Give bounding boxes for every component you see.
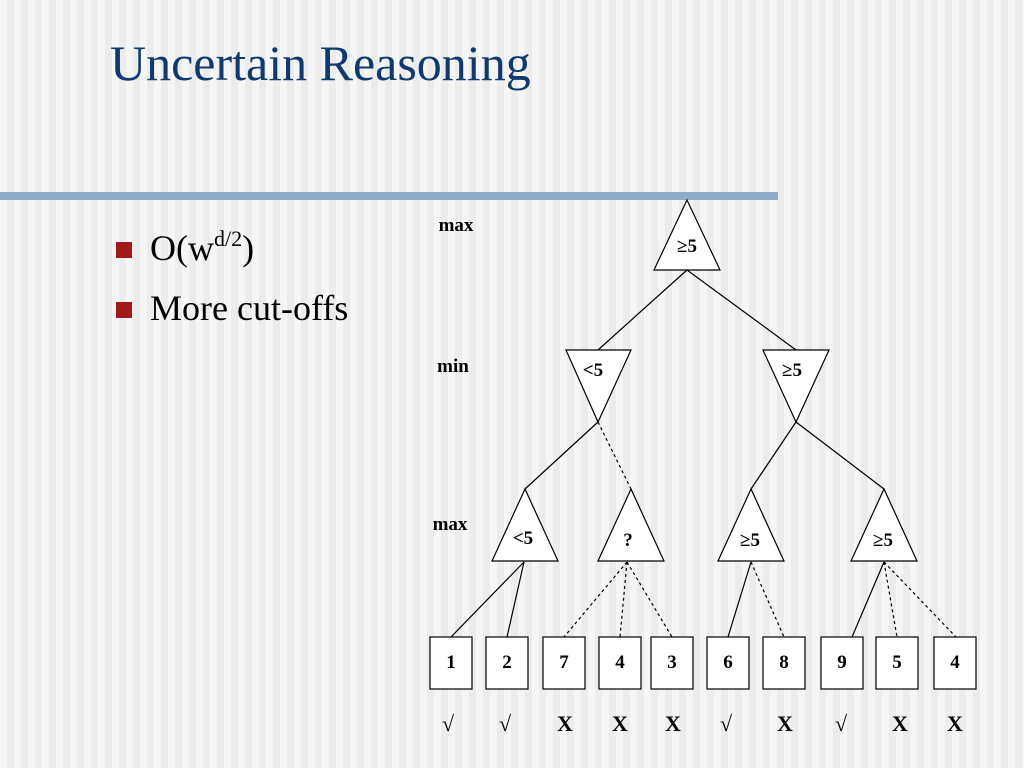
edge-max4-leaf10-pruned (883, 561, 957, 638)
leaf-value-10: 4 (950, 652, 960, 673)
edge-min1-max2-pruned (597, 421, 632, 490)
leaf-value-2: 2 (502, 652, 512, 673)
leaf-box-6 (706, 636, 750, 690)
edge-root-min2 (686, 269, 797, 351)
edge-min1-max1 (524, 421, 599, 490)
title-divider (0, 192, 778, 200)
edge-max4-leaf9-pruned (883, 561, 898, 638)
leaf-mark-3: X (557, 711, 573, 736)
leaf-value-4: 4 (615, 652, 625, 673)
leaf-mark-10: X (947, 711, 963, 736)
leaf-box-7 (762, 636, 806, 690)
edge-max3-leaf7-pruned (750, 561, 785, 638)
complexity-tail: ) (242, 228, 255, 268)
leaf-box-9 (875, 636, 919, 690)
leaf-mark-7: X (777, 711, 793, 736)
level-label-max-top: max (439, 215, 474, 236)
edge-max4-leaf8 (851, 561, 885, 638)
complexity-base: O(w (150, 228, 214, 268)
leaf-box-10 (933, 636, 977, 690)
leaf-value-6: 6 (723, 652, 733, 673)
max-node-4-label: ≥5 (873, 530, 893, 551)
max-node-3-label: ≥5 (740, 530, 760, 551)
edge-root-min1 (597, 269, 688, 351)
leaf-value-8: 9 (837, 652, 847, 673)
min-node-1-label: <5 (583, 360, 603, 381)
leaf-value-1: 1 (446, 652, 456, 673)
max-node-1-label: <5 (513, 528, 533, 549)
edge-max2-leaf3-pruned (563, 561, 628, 638)
leaf-box-2 (485, 636, 529, 690)
leaf-mark-9: X (892, 711, 908, 736)
leaf-mark-8: √ (835, 711, 848, 736)
cutoffs-text: More cut-offs (150, 288, 349, 328)
max-node-4 (850, 487, 918, 562)
max-node-3 (717, 487, 785, 562)
min-node-1 (565, 349, 632, 424)
leaf-value-7: 8 (779, 652, 789, 673)
min-node-2 (762, 349, 830, 424)
square-bullet-icon (116, 302, 132, 318)
leaf-box-4 (598, 636, 642, 690)
level-label-max-bottom: max (433, 514, 468, 535)
edge-max2-leaf4-pruned (619, 561, 628, 638)
root-label: ≥5 (677, 236, 697, 257)
leaf-mark-1: √ (442, 711, 455, 736)
edge-max1-leaf2 (506, 561, 525, 638)
leaf-value-3: 7 (559, 652, 569, 673)
edge-min2-max3 (750, 421, 797, 490)
edge-max2-leaf5-pruned (626, 561, 673, 638)
edge-max1-leaf1 (450, 561, 525, 638)
leaf-box-1 (429, 636, 473, 690)
leaf-mark-5: X (665, 711, 681, 736)
leaf-box-8 (820, 636, 864, 690)
max-node-2 (597, 487, 665, 562)
complexity-exponent: d/2 (213, 226, 243, 251)
bullet-list: O(wd/2) More cut-offs (116, 222, 348, 342)
leaf-mark-6: √ (720, 711, 733, 736)
bullet-item-cutoffs: More cut-offs (116, 282, 348, 342)
leaf-box-3 (542, 636, 586, 690)
leaf-box-5 (650, 636, 694, 690)
leaf-mark-4: X (612, 711, 628, 736)
max-node-1 (491, 487, 559, 562)
leaf-value-5: 3 (667, 652, 677, 673)
leaf-value-9: 5 (892, 652, 902, 673)
square-bullet-icon (116, 242, 132, 258)
bullet-item-complexity: O(wd/2) (116, 222, 348, 282)
min-node-2-label: ≥5 (782, 360, 802, 381)
edge-min2-max4 (795, 421, 885, 490)
max-node-2-label: ? (623, 530, 633, 551)
leaf-mark-2: √ (499, 711, 512, 736)
edge-max3-leaf6 (727, 561, 752, 638)
slide-title: Uncertain Reasoning (110, 35, 531, 91)
root-max-node (653, 198, 721, 271)
level-label-min: min (437, 356, 469, 377)
